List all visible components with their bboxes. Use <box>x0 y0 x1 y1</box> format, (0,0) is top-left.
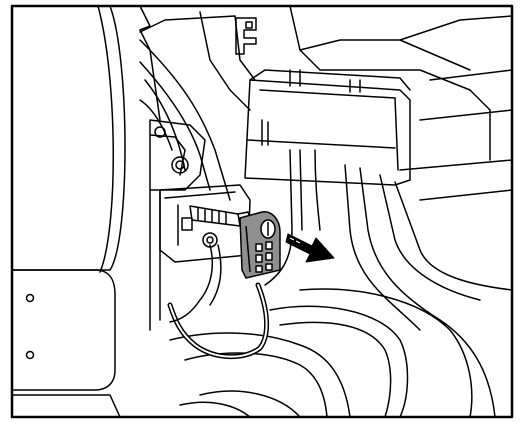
wiring-connector <box>239 211 281 279</box>
lower-hoses <box>169 288 496 418</box>
upper-connector-housing <box>244 69 411 186</box>
figure-frame <box>10 4 514 419</box>
panel-hole-lower <box>25 350 35 360</box>
connector-pin-slots <box>255 241 273 273</box>
disconnect-direction-arrow-icon <box>285 233 335 263</box>
connector-cable <box>167 244 270 360</box>
top-bracket-marks <box>235 17 257 55</box>
left-panel <box>11 5 126 418</box>
bracket-bolt <box>171 156 189 174</box>
panel-hole-upper <box>25 293 35 303</box>
background-structure <box>139 5 513 201</box>
mounting-bracket <box>149 119 206 331</box>
housing-wire-bundle <box>264 149 513 331</box>
